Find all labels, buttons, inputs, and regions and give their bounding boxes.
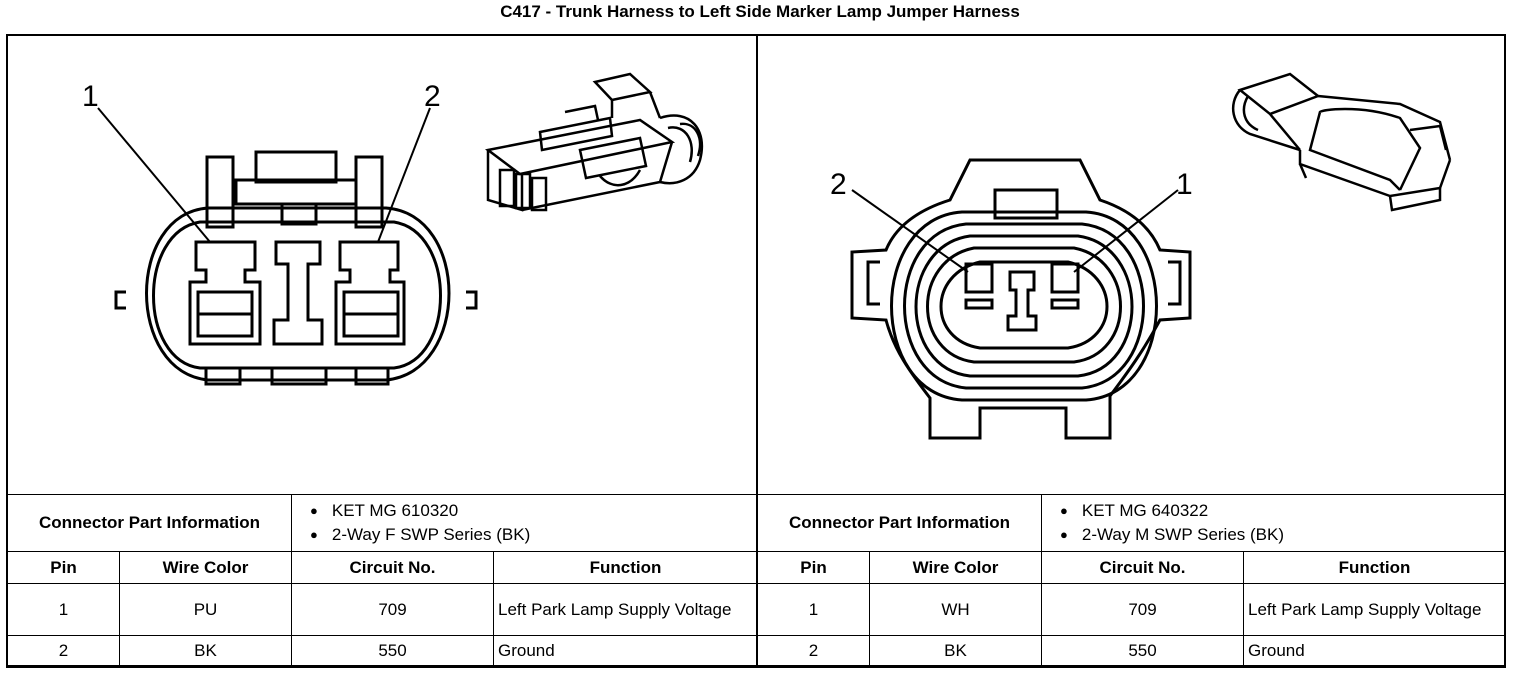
col-header-wire-color: Wire Color xyxy=(118,551,293,584)
function-cell: Ground xyxy=(493,635,759,666)
circuit-cell: 550 xyxy=(291,635,495,666)
part-info-label: Connector Part Information xyxy=(6,494,293,552)
wire-color-cell: BK xyxy=(118,635,293,666)
left-pinout-table: Connector Part Information KET MG 610320… xyxy=(6,494,759,666)
part-number: KET MG 640322 xyxy=(1060,499,1501,523)
pin-callout-2: 2 xyxy=(830,168,847,201)
circuit-cell: 709 xyxy=(291,583,495,636)
col-header-circuit: Circuit No. xyxy=(291,551,495,584)
part-info-row: Connector Part Information KET MG 610320… xyxy=(6,494,759,552)
part-info-list: KET MG 640322 2-Way M SWP Series (BK) xyxy=(1041,494,1507,552)
circuit-cell: 550 xyxy=(1041,635,1245,666)
col-header-function: Function xyxy=(1243,551,1507,584)
col-header-function: Function xyxy=(493,551,759,584)
circuit-cell: 709 xyxy=(1041,583,1245,636)
function-cell: Ground xyxy=(1243,635,1507,666)
pin-cell: 2 xyxy=(757,635,870,666)
pin-callout-2: 2 xyxy=(424,80,441,113)
table-header-row: Pin Wire Color Circuit No. Function xyxy=(757,551,1507,584)
part-info-list: KET MG 610320 2-Way F SWP Series (BK) xyxy=(291,494,759,552)
center-divider xyxy=(756,34,758,668)
left-connector-face xyxy=(97,72,704,386)
page-title: C417 - Trunk Harness to Left Side Marker… xyxy=(500,2,1020,21)
wire-color-cell: BK xyxy=(868,635,1043,666)
col-header-circuit: Circuit No. xyxy=(1041,551,1245,584)
wire-color-cell: WH xyxy=(868,583,1043,636)
col-header-wire-color: Wire Color xyxy=(868,551,1043,584)
pin-callout-1: 1 xyxy=(1176,168,1193,201)
right-pinout-table: Connector Part Information KET MG 640322… xyxy=(756,494,1507,666)
pin-cell: 1 xyxy=(757,583,870,636)
function-cell: Left Park Lamp Supply Voltage xyxy=(1243,583,1507,636)
part-info-row: Connector Part Information KET MG 640322… xyxy=(756,494,1507,552)
table-row: 2 BK 550 Ground xyxy=(7,635,759,666)
part-info-label: Connector Part Information xyxy=(756,494,1043,552)
table-row: 1 WH 709 Left Park Lamp Supply Voltage xyxy=(757,583,1507,636)
wire-color-cell: PU xyxy=(118,583,293,636)
part-description: 2-Way F SWP Series (BK) xyxy=(310,523,753,547)
pin-callout-1: 1 xyxy=(82,80,99,113)
table-row: 2 BK 550 Ground xyxy=(757,635,1507,666)
pin-cell: 1 xyxy=(7,583,120,636)
pin-cell: 2 xyxy=(7,635,120,666)
col-header-pin: Pin xyxy=(757,551,870,584)
table-header-row: Pin Wire Color Circuit No. Function xyxy=(7,551,759,584)
part-number: KET MG 610320 xyxy=(310,499,753,523)
right-connector-face xyxy=(850,72,1452,440)
table-row: 1 PU 709 Left Park Lamp Supply Voltage xyxy=(7,583,759,636)
part-description: 2-Way M SWP Series (BK) xyxy=(1060,523,1501,547)
function-cell: Left Park Lamp Supply Voltage xyxy=(493,583,759,636)
col-header-pin: Pin xyxy=(7,551,120,584)
